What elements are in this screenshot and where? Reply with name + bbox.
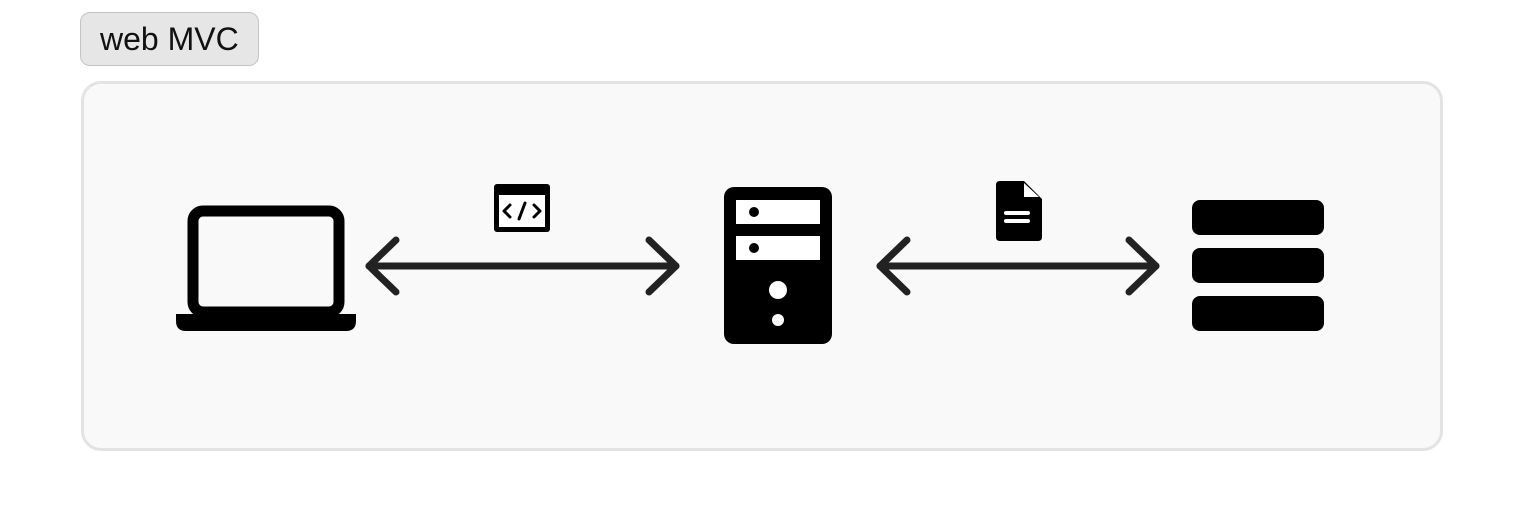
diagram-title-badge: web MVC xyxy=(80,12,259,66)
laptop-icon xyxy=(176,205,356,331)
code-window-icon xyxy=(494,184,550,232)
client-server-arrow xyxy=(365,236,680,296)
server-tower-icon xyxy=(724,187,832,344)
document-icon xyxy=(996,181,1042,241)
server-storage-arrow xyxy=(876,236,1160,296)
database-icon xyxy=(1192,200,1324,331)
